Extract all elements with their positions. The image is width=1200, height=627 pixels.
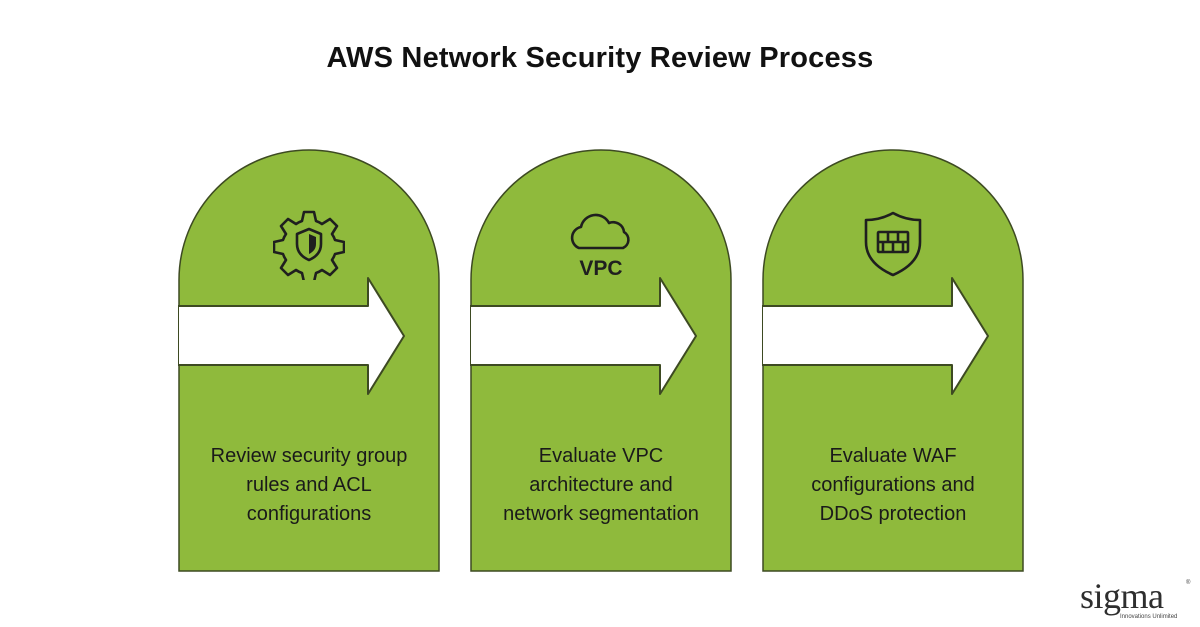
step-description: Review security group rules and ACL conf… [178,442,440,529]
step-card-3: Evaluate WAF configurations and DDoS pro… [762,148,1024,572]
step-card-shape [762,149,1024,572]
vpc-label: VPC [579,257,622,280]
step-line: DDoS protection [819,503,967,525]
step-line: network segmentation [503,503,699,525]
cloud-vpc-icon: VPC [570,213,630,280]
gear-shield-icon [273,210,345,280]
step-line: rules and ACL [246,474,372,496]
registered-mark: ® [1186,580,1191,586]
step-line: Review security group [210,445,408,467]
logo-tagline: Innovations Unlimited [1120,614,1178,620]
step-line: Evaluate WAF [829,445,957,467]
logo-wordmark: sigma [1080,576,1164,616]
step-line: architecture and [529,474,673,496]
step-card-2: VPC Evaluate VPC architecture and networ… [470,148,732,572]
step-card-1: Review security group rules and ACL conf… [178,148,440,572]
step-line: configurations [246,503,372,525]
step-description: Evaluate WAF configurations and DDoS pro… [762,442,1024,529]
sigma-logo: sigma ® Innovations Unlimited [1080,578,1192,624]
arrow-right-icon [470,277,697,395]
shield-firewall-icon [864,211,922,277]
page-title: AWS Network Security Review Process [326,42,874,74]
step-card-shape [470,149,732,572]
step-line: Evaluate VPC [538,445,664,467]
arrow-right-icon [178,277,405,395]
arrow-right-icon [762,277,989,395]
step-line: configurations and [811,474,975,496]
step-description: Evaluate VPC architecture and network se… [470,442,732,529]
step-card-shape [178,149,440,572]
